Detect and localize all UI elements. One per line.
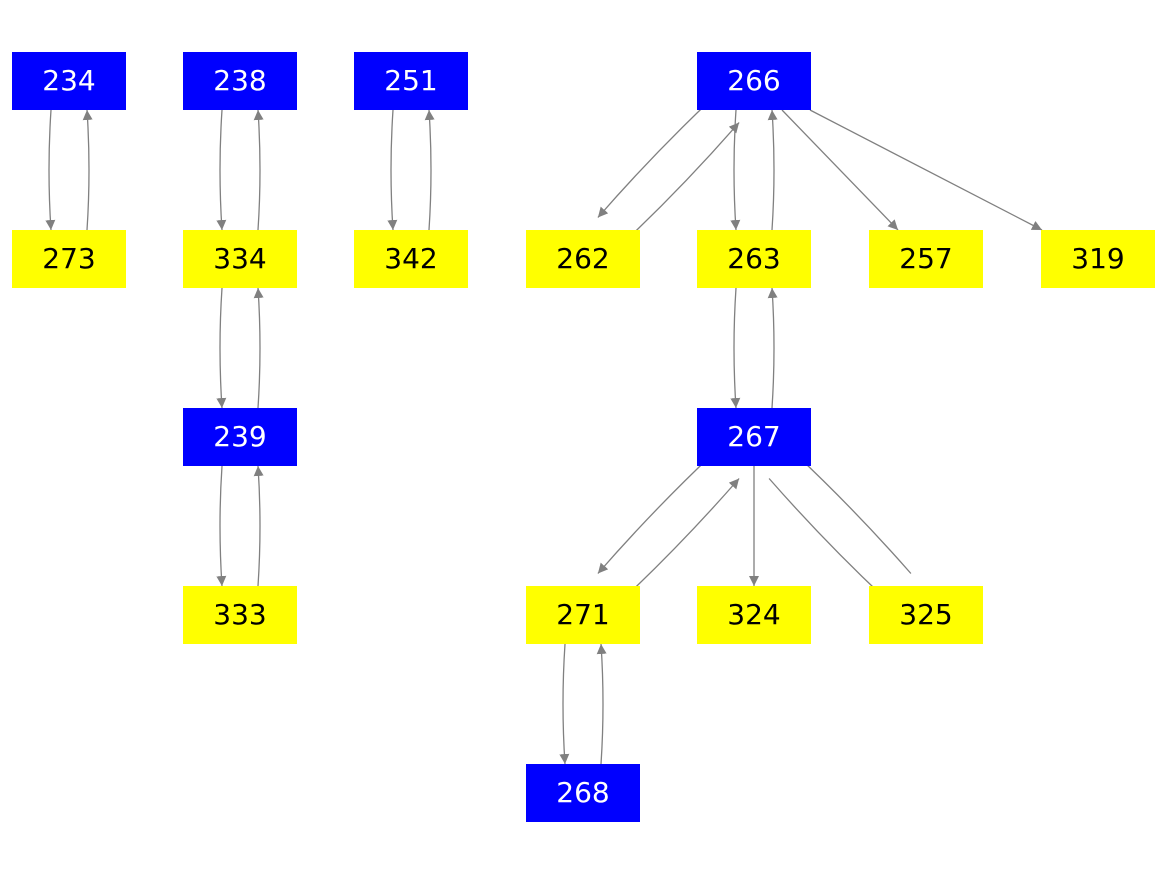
node-box: [354, 52, 468, 110]
node-box: [183, 52, 297, 110]
edges-layer: [45, 97, 1043, 765]
edge-325-to-267: [794, 453, 912, 574]
node-251: 251: [354, 52, 468, 110]
node-box: [526, 230, 640, 288]
edge-268-to-271: [596, 643, 607, 765]
node-box: [526, 586, 640, 644]
node-319: 319: [1041, 230, 1155, 288]
edge-333-to-239: [253, 465, 264, 587]
edge-271-to-267: [623, 478, 740, 599]
edge-239-to-334: [253, 287, 264, 409]
node-238: 238: [183, 52, 297, 110]
node-label: 239: [213, 420, 266, 453]
node-257: 257: [869, 230, 983, 288]
node-333: 333: [183, 586, 297, 644]
node-label: 262: [556, 242, 609, 275]
node-box: [869, 230, 983, 288]
node-266: 266: [697, 52, 811, 110]
node-box: [354, 230, 468, 288]
node-label: 333: [213, 598, 266, 631]
edge-267-to-325: [768, 478, 886, 599]
node-box: [12, 52, 126, 110]
node-268: 268: [526, 764, 640, 822]
node-324: 324: [697, 586, 811, 644]
node-box: [183, 586, 297, 644]
node-label: 271: [556, 598, 609, 631]
edge-266-to-262: [597, 97, 714, 218]
edge-238-to-334: [216, 109, 227, 231]
node-label: 238: [213, 64, 266, 97]
edge-251-to-342: [387, 109, 398, 231]
node-box: [183, 230, 297, 288]
node-267: 267: [697, 408, 811, 466]
node-box: [1041, 230, 1155, 288]
node-label: 234: [42, 64, 95, 97]
node-box: [697, 408, 811, 466]
node-box: [697, 230, 811, 288]
node-label: 257: [899, 242, 952, 275]
node-label: 266: [727, 64, 780, 97]
node-239: 239: [183, 408, 297, 466]
edge-234-to-273: [45, 109, 56, 231]
node-342: 342: [354, 230, 468, 288]
node-box: [526, 764, 640, 822]
node-box: [869, 586, 983, 644]
edge-266-to-257: [781, 109, 899, 231]
node-263: 263: [697, 230, 811, 288]
edge-334-to-238: [253, 109, 264, 231]
edge-266-to-263: [730, 109, 741, 231]
node-label: 251: [384, 64, 437, 97]
node-box: [12, 230, 126, 288]
node-label: 342: [384, 242, 437, 275]
node-234: 234: [12, 52, 126, 110]
edge-267-to-263: [767, 287, 778, 409]
edge-271-to-268: [559, 643, 570, 765]
node-box: [183, 408, 297, 466]
edge-267-to-271: [597, 453, 714, 574]
node-label: 273: [42, 242, 95, 275]
node-262: 262: [526, 230, 640, 288]
edge-273-to-234: [82, 109, 93, 231]
edge-263-to-266: [767, 109, 778, 231]
edge-239-to-333: [216, 465, 227, 587]
node-label: 268: [556, 776, 609, 809]
node-label: 263: [727, 242, 780, 275]
node-label: 324: [727, 598, 780, 631]
node-271: 271: [526, 586, 640, 644]
node-label: 267: [727, 420, 780, 453]
edge-263-to-267: [730, 287, 741, 409]
node-box: [697, 586, 811, 644]
edge-262-to-266: [623, 122, 740, 243]
edge-342-to-251: [424, 109, 435, 231]
edge-334-to-239: [216, 287, 227, 409]
node-325: 325: [869, 586, 983, 644]
node-label: 334: [213, 242, 266, 275]
node-273: 273: [12, 230, 126, 288]
node-label: 325: [899, 598, 952, 631]
node-label: 319: [1071, 242, 1124, 275]
node-334: 334: [183, 230, 297, 288]
node-box: [697, 52, 811, 110]
edge-266-to-319: [809, 109, 1043, 231]
nodes-layer: 234 273 238 334 239 333 251 342 266 262 263 257 319 2…: [12, 52, 1155, 822]
